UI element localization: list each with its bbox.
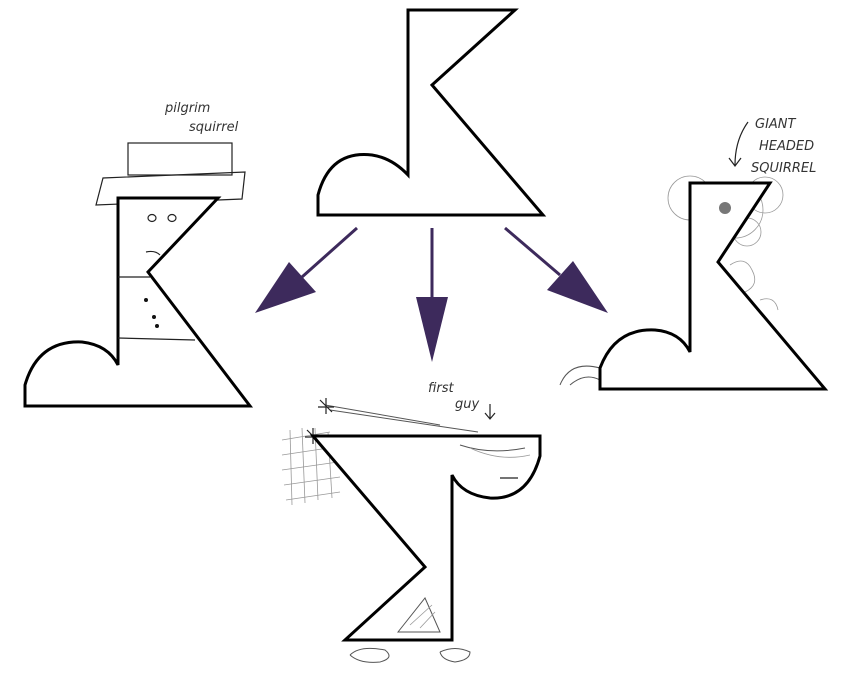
eye-icon xyxy=(147,213,157,223)
button-dot xyxy=(144,298,148,302)
first-guy-drawing: first guy xyxy=(281,381,542,663)
label-guy: guy xyxy=(455,397,479,412)
eye-icon xyxy=(719,202,731,214)
label-squirrel: squirrel xyxy=(189,120,239,135)
original-boot-shape xyxy=(316,8,547,217)
arrow-down xyxy=(416,228,448,362)
pilgrim-squirrel-drawing: pilgrim squirrel xyxy=(23,101,254,408)
pilgrim-hat xyxy=(95,142,246,206)
eye-icon xyxy=(167,213,177,223)
arrow-right xyxy=(504,226,608,313)
button-dot xyxy=(155,324,159,328)
button-dot xyxy=(152,315,156,319)
arrow-left xyxy=(255,226,358,313)
giant-headed-squirrel-drawing: GIANT HEADED SQUIRREL xyxy=(559,117,829,391)
label-headed: HEADED xyxy=(759,139,814,154)
label-squirrel-right: SQUIRREL xyxy=(751,161,816,176)
label-giant: GIANT xyxy=(755,117,797,132)
label-first: first xyxy=(428,381,455,396)
label-pilgrim: pilgrim xyxy=(164,101,210,116)
